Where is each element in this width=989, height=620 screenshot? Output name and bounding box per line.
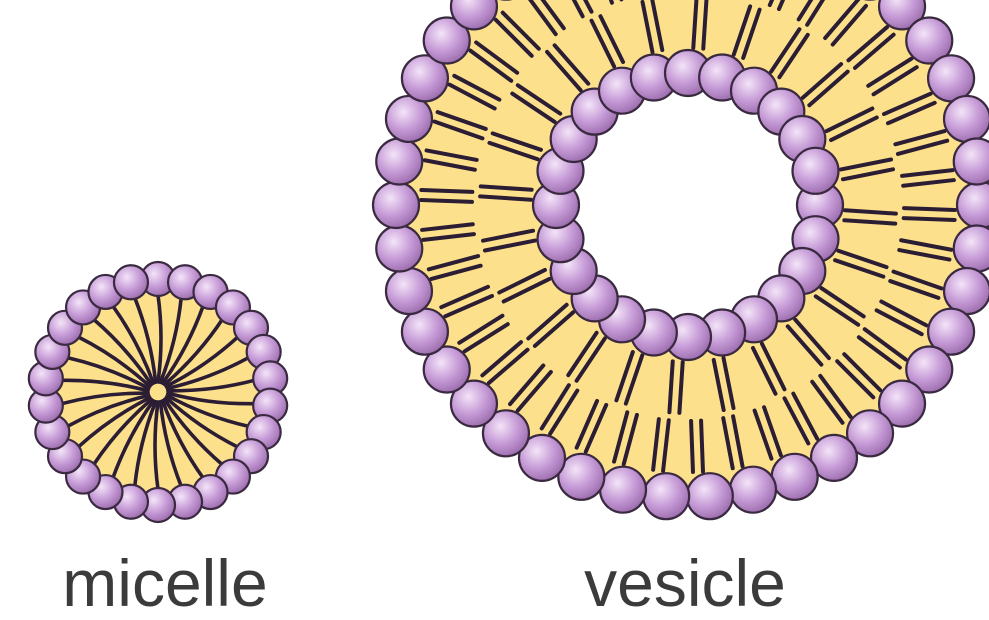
- vesicle-outer-head: [772, 454, 818, 500]
- vesicle-tail: [421, 190, 472, 192]
- vesicle-outer-head: [687, 473, 733, 519]
- vesicle-outer-head: [944, 268, 989, 314]
- vesicle-tail: [904, 208, 955, 210]
- vesicle-label: vesicle: [555, 548, 815, 618]
- vesicle-outer-head: [600, 467, 646, 513]
- vesicle-outer-head: [730, 467, 776, 513]
- vesicle-outer-head: [643, 473, 689, 519]
- vesicle-outer-head: [954, 138, 989, 184]
- vesicle-outer-head: [376, 138, 422, 184]
- vesicle-outer-head: [386, 96, 432, 142]
- vesicle-tail: [701, 421, 703, 472]
- vesicle-outer-head: [376, 226, 422, 272]
- vesicle-structure: [373, 0, 989, 519]
- vesicle-tail: [691, 421, 693, 472]
- vesicle-outer-head: [386, 268, 432, 314]
- micelle-head: [114, 265, 148, 299]
- vesicle-tail: [421, 200, 472, 202]
- micelle-structure: [29, 262, 287, 522]
- vesicle-tail: [904, 218, 955, 220]
- vesicle-inner-head: [793, 148, 839, 194]
- vesicle-outer-head: [954, 226, 989, 272]
- vesicle-outer-head: [944, 96, 989, 142]
- micelle-label: micelle: [40, 548, 290, 618]
- vesicle-outer-head: [373, 182, 419, 228]
- vesicle-outer-head: [928, 55, 974, 101]
- vesicle-outer-head: [402, 309, 448, 355]
